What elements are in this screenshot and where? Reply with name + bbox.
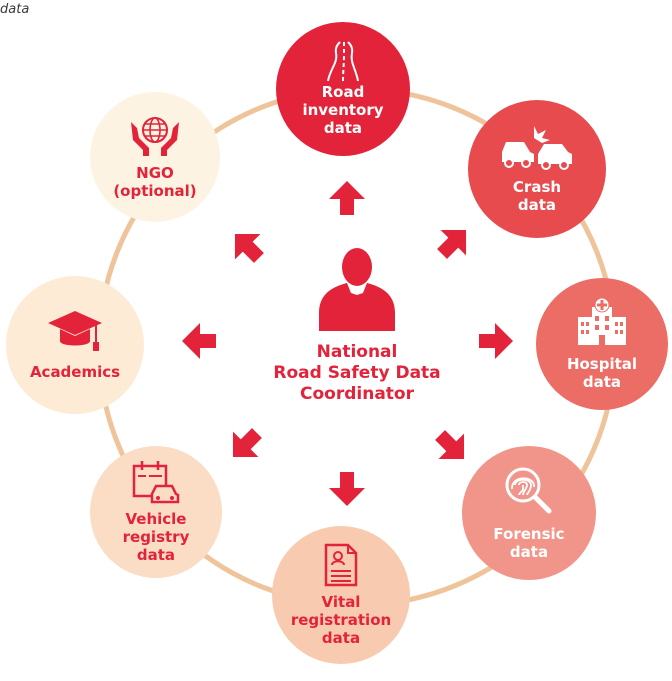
hands-globe-icon [131, 117, 179, 156]
node-vital-registration-label: Vital registration data [290, 593, 392, 647]
corner-caption: data [0, 2, 30, 17]
person-silhouette-icon [319, 248, 395, 331]
node-forensic: Forensic data [462, 446, 596, 580]
node-crash-label: Crash data [512, 178, 562, 214]
node-academics: Academics [6, 276, 144, 414]
node-vital-registration: Vital registration data [272, 526, 410, 664]
node-road-inventory: Road inventory data [276, 22, 410, 156]
node-hospital: Hospital data [536, 278, 668, 410]
calendar-car-icon [132, 461, 180, 504]
arrow-down-right [435, 430, 465, 460]
coordinator-block: National Road Safety Data Coordinator [272, 342, 442, 405]
arrow-up-right [437, 229, 467, 259]
coordinator-title: National Road Safety Data Coordinator [273, 342, 441, 404]
node-academics-label: Academics [29, 363, 121, 381]
node-ngo: NGO (optional) [90, 92, 220, 222]
fingerprint-magnifier-icon [505, 467, 552, 514]
node-vehicle-registry: Vehicle registry data [90, 446, 222, 578]
arrow-right [479, 323, 513, 359]
arrow-left [182, 323, 216, 359]
arrow-up [329, 181, 365, 215]
hospital-icon [578, 297, 626, 345]
node-crash: Crash data [468, 100, 606, 238]
arrow-up-left [234, 233, 264, 263]
arrow-down-left [232, 428, 262, 458]
node-forensic-label: Forensic data [493, 525, 565, 561]
car-crash-icon [502, 126, 572, 170]
certificate-document-icon [324, 543, 358, 587]
road-icon [327, 41, 359, 82]
node-ngo-label: NGO (optional) [113, 164, 197, 200]
graduation-cap-icon [48, 311, 102, 351]
node-vehicle-registry-label: Vehicle registry data [122, 510, 190, 564]
node-hospital-label: Hospital data [566, 355, 638, 391]
arrow-down [329, 472, 365, 506]
node-road-inventory-label: Road inventory data [302, 83, 384, 137]
